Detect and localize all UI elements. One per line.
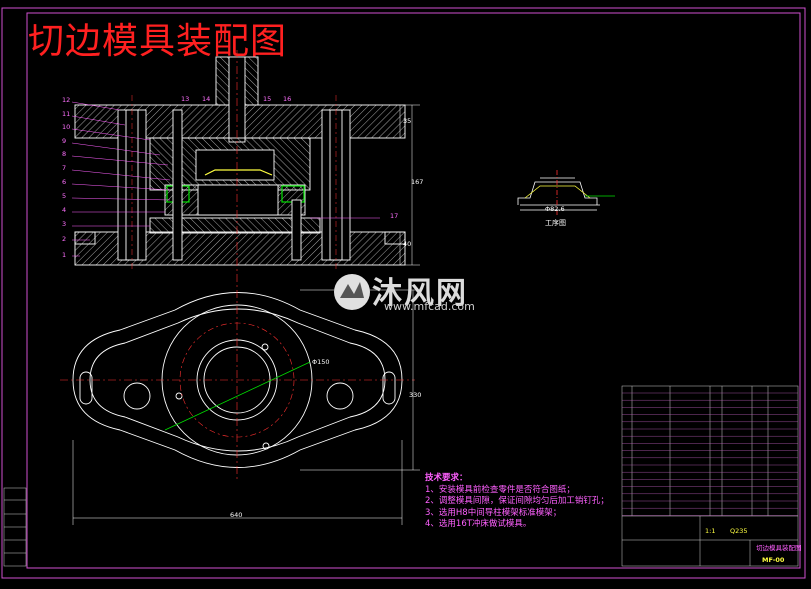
dim-height: 330 (409, 391, 422, 399)
tech-item-1: 1、安装模具前检查零件是否符合图纸； (425, 484, 575, 495)
part-label-left: 3 (62, 220, 67, 228)
part-label-16: 16 (283, 95, 292, 103)
part-label-left: 6 (62, 178, 67, 186)
dim-overall-height: 167 (411, 178, 424, 186)
tb-drawing-number: MF-00 (762, 556, 785, 564)
inner-frame (26, 12, 801, 569)
dim-diameter: Φ150 (312, 358, 330, 366)
bolt-left (172, 109, 183, 261)
part-drawing-label: 工序图 (545, 219, 566, 227)
technical-requirements: 技术要求： 1、安装模具前检查零件是否符合图纸； 2、调整模具间隙，保证间隙均匀… (425, 473, 609, 531)
part-label-15: 15 (263, 95, 272, 103)
part-dim-width: Φ82.6 (545, 205, 565, 213)
part-label-13: 13 (181, 95, 190, 103)
pin-hole-2 (261, 343, 269, 351)
title-block (621, 385, 799, 567)
part-label-left: 7 (62, 164, 67, 172)
plan-dimensions (72, 289, 420, 525)
pin-hole-3 (262, 442, 270, 450)
watermark: 沐风网 www.mfcad.com (330, 270, 490, 320)
pin-hole-1 (175, 392, 183, 400)
tech-item-2: 2、调整模具间隙，保证间隙均匀后加工销钉孔； (425, 496, 609, 506)
tb-scale: 1:1 (705, 527, 716, 535)
base-flange-right (384, 231, 406, 245)
workpiece (204, 169, 273, 176)
slot-right (382, 371, 396, 405)
part-label-left: 2 (62, 235, 67, 243)
part-label-left: 5 (62, 192, 67, 200)
part-label-17: 17 (390, 212, 399, 220)
stripper-cavity (197, 184, 279, 216)
section-dimensions (399, 104, 420, 266)
outer-frame (1, 7, 806, 579)
part-label-left: 4 (62, 206, 67, 214)
section-view (74, 56, 406, 266)
base-flange-left (74, 231, 96, 245)
drawing-title: 切边模具装配图 (28, 21, 288, 62)
watermark-url: www.mfcad.com (384, 300, 475, 313)
part-drawing (517, 170, 600, 215)
guide-hole-left (123, 382, 151, 410)
part-label-left: 11 (62, 110, 71, 118)
part-label-left: 9 (62, 137, 67, 145)
part-label-left: 12 (62, 96, 71, 104)
part-label-left: 1 (62, 251, 67, 259)
left-margin-block (3, 487, 27, 567)
tech-item-3: 3、选用H8中间导柱模架标准模架； (425, 507, 562, 518)
watermark-brand: 沐风网 (372, 276, 468, 311)
guide-hole-right (326, 382, 354, 410)
bolt-right (291, 199, 302, 261)
tb-material: Q235 (730, 527, 748, 535)
part-label-left: 8 (62, 150, 67, 158)
left-leaders (71, 101, 380, 257)
bom-rows (622, 392, 798, 516)
dim-bottom-plate: 40 (403, 240, 412, 248)
die-cavity-upper (195, 149, 275, 181)
slot-left (79, 371, 93, 405)
dim-width: 640 (230, 511, 243, 519)
watermark-logo-icon (334, 274, 370, 310)
tech-item-4: 4、选用16T冲床做试模具。 (425, 519, 532, 529)
dim-top-plate: 35 (403, 117, 412, 125)
tb-drawing-name: 切边模具装配图 (756, 544, 802, 552)
part-label-14: 14 (202, 95, 211, 103)
part-label-left: 10 (62, 123, 71, 131)
diameter-leader (164, 361, 311, 431)
tech-heading: 技术要求： (425, 473, 468, 483)
